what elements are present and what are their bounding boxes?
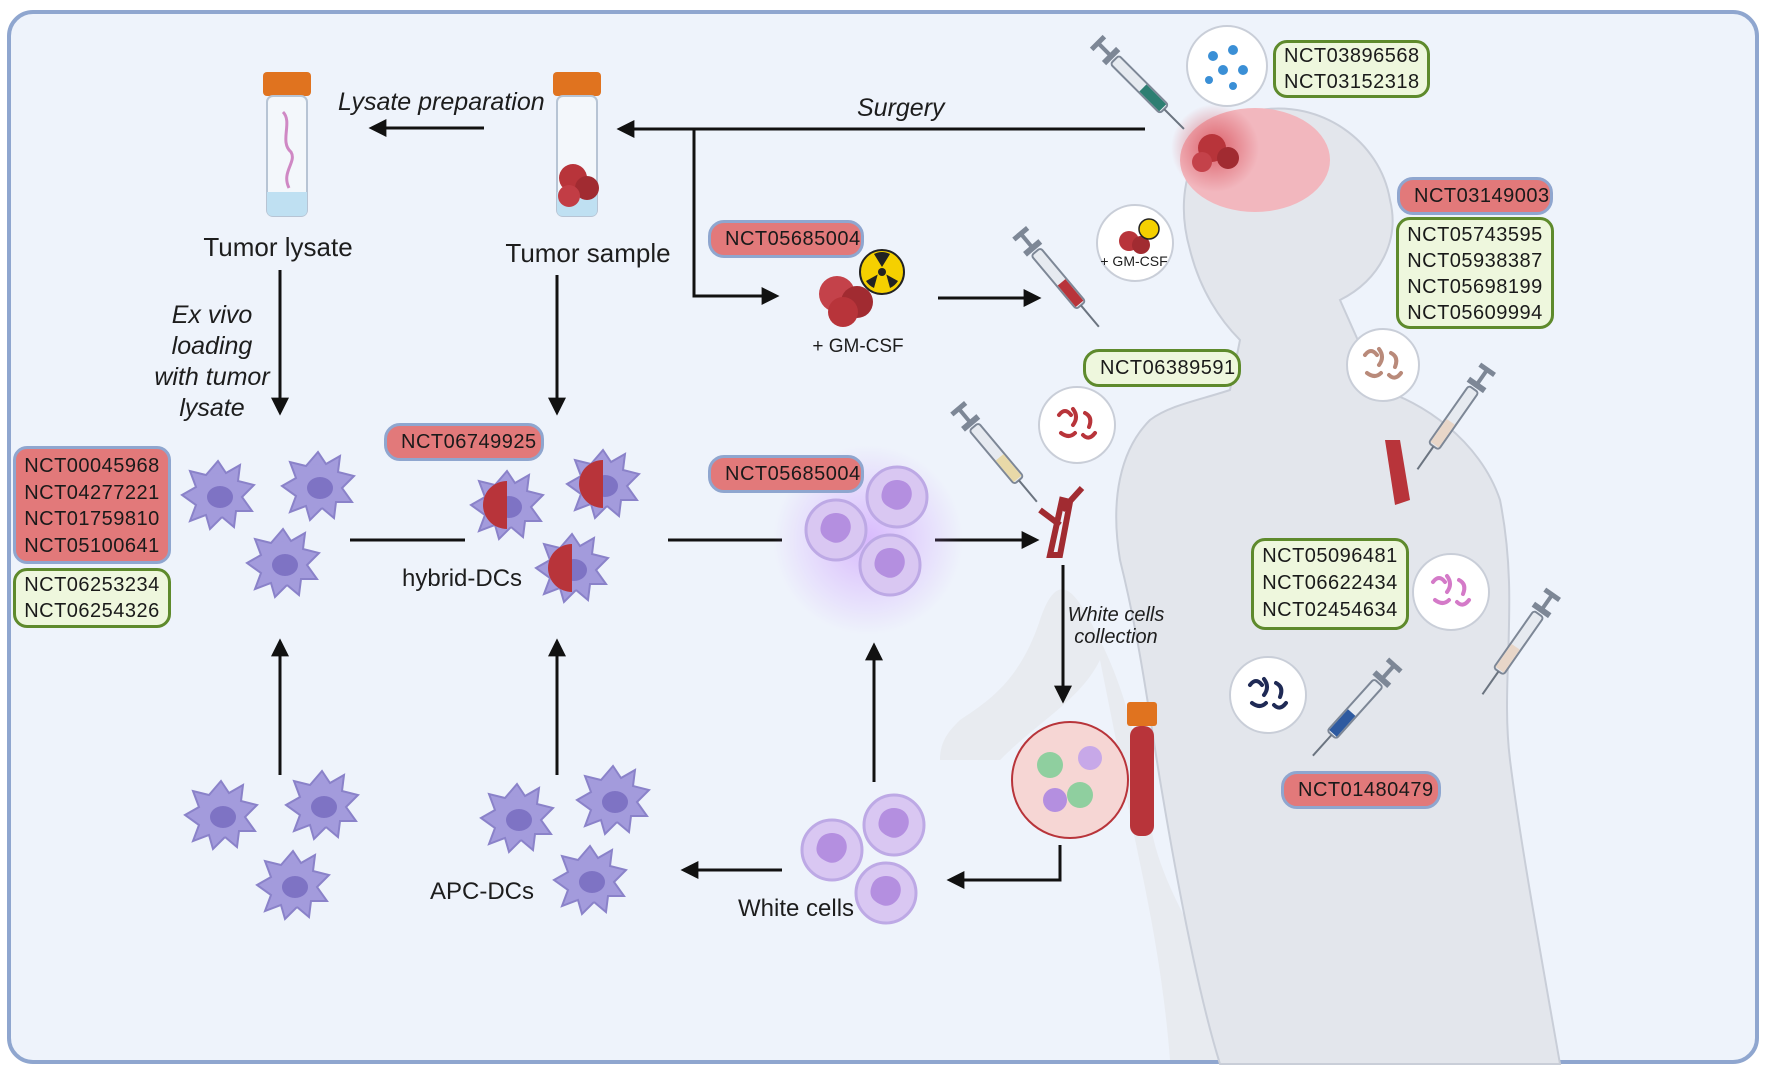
trial-pill-hip: NCT01480479 xyxy=(1281,771,1441,809)
hybrid-dcs-label: hybrid-DCs xyxy=(402,565,523,592)
trial-pill-shoulder: NCT03149003 xyxy=(1397,177,1553,215)
hybrid-dc-cells xyxy=(470,449,640,603)
microbe-icon xyxy=(1346,328,1420,402)
syringe-icon xyxy=(1010,224,1108,335)
syringe-icon xyxy=(1408,361,1498,477)
blood-vessel-icon xyxy=(1038,485,1085,558)
immature-dc-cells xyxy=(184,770,359,920)
muscle-icon xyxy=(1385,440,1410,505)
trial-box-arm: NCT05096481 NCT06622434 NCT02454634 xyxy=(1251,538,1409,630)
trial-box-brain: NCT03896568 NCT03152318 xyxy=(1273,40,1430,98)
test-tube-icon xyxy=(552,71,602,217)
tumor-lysate-label: Tumor lysate xyxy=(203,232,353,262)
ex-vivo-label: Ex vivo loading with tumor lysate xyxy=(154,301,270,422)
white-cells-collection-label: White cells collection xyxy=(1067,604,1165,648)
trial-box-lysate-red: NCT00045968 NCT04277221 NCT01759810 NCT0… xyxy=(13,446,171,564)
trial-pill-hybrid: NCT06749925 xyxy=(384,423,544,461)
tumor-sample-label: Tumor sample xyxy=(505,238,671,268)
radiation-icon xyxy=(859,249,905,295)
tumor-cells-icon xyxy=(819,276,873,327)
syringe-icon xyxy=(1088,33,1193,138)
loaded-dc-cells xyxy=(181,451,355,598)
microbe-icon xyxy=(1038,386,1116,464)
syringe-icon xyxy=(948,399,1046,510)
lysate-preparation-label: Lysate preparation xyxy=(338,88,545,116)
syringe-icon xyxy=(1304,655,1405,764)
syringe-icon xyxy=(1473,586,1563,702)
human-body-silhouette xyxy=(940,589,1255,1060)
trial-pill-neck: NCT06389591 xyxy=(1083,349,1241,387)
trial-box-lysate-green: NCT06253234 NCT06254326 xyxy=(13,568,171,628)
blood-sample-icon xyxy=(1011,702,1157,839)
brain-icon xyxy=(1171,104,1330,212)
microbe-icon xyxy=(1412,553,1490,631)
gm-csf-bubble xyxy=(1096,204,1174,282)
trial-pill-gmcsf: NCT05685004 xyxy=(708,220,864,258)
surgery-label: Surgery xyxy=(857,94,945,122)
gm-csf-label: + GM-CSF xyxy=(812,336,904,357)
microbe-icon xyxy=(1229,656,1307,734)
apc-dcs-label: APC-DCs xyxy=(430,878,535,905)
trial-pill-activated: NCT05685004 xyxy=(708,455,864,493)
virus-icon xyxy=(1186,25,1268,107)
test-tube-icon xyxy=(262,71,312,217)
trial-box-shoulder: NCT05743595 NCT05938387 NCT05698199 NCT0… xyxy=(1396,217,1554,329)
gm-csf-bubble-label: + GM-CSF xyxy=(1100,253,1168,269)
white-cells-label: White cells xyxy=(738,895,855,922)
